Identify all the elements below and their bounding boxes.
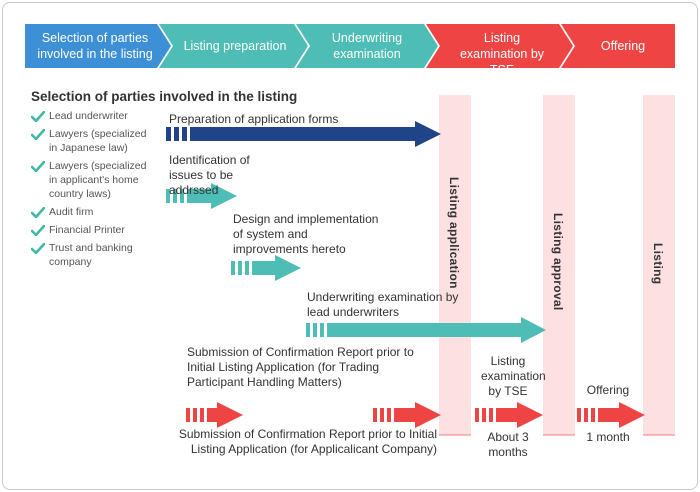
party-label: Lead underwriter	[49, 110, 128, 122]
offering-arrow	[577, 402, 645, 428]
offering-label: Offering	[586, 383, 630, 397]
identification-arrow	[166, 183, 237, 209]
preparation-arrow	[166, 121, 441, 147]
party-item: Audit firm	[31, 205, 151, 219]
listing-exam-label: Listing examination by TSE	[481, 354, 546, 398]
party-label: Lawyers (specialized in Japanese law)	[49, 128, 147, 154]
one-month-label: 1 month	[586, 430, 630, 444]
identification-label: Identification of issues to be addrssed	[169, 153, 250, 197]
party-label: Lawyers (specialized in applicant's home…	[49, 160, 147, 200]
submission-trading-arrow	[186, 402, 243, 428]
check-icon	[31, 243, 45, 254]
listing-label: Listing	[651, 243, 665, 285]
party-label: Audit firm	[49, 206, 94, 218]
check-icon	[31, 161, 45, 172]
step-chevron-underwriting	[296, 24, 438, 68]
step-label-selection: Selection of parties involved in the lis…	[37, 31, 153, 61]
underwriting-arrow	[306, 317, 546, 343]
party-label: Trust and banking company	[49, 242, 133, 268]
step-label-underwriting: Underwriting examination	[331, 31, 403, 61]
step-chevron-tse	[426, 24, 573, 68]
listing-exam-arrow	[475, 402, 543, 428]
check-icon	[31, 207, 45, 218]
step-chevron-offering	[561, 24, 675, 68]
listing-approval-label: Listing approval	[551, 213, 565, 311]
party-item: Lead underwriter	[31, 109, 151, 123]
underwriting-label: Underwriting examination by lead underwr…	[307, 290, 459, 319]
party-item: Financial Printer	[31, 223, 151, 237]
party-item: Trust and banking company	[31, 241, 151, 269]
party-label: Financial Printer	[49, 224, 125, 236]
about-3-months-label: About 3 months	[487, 430, 529, 459]
preparation-label: Preparation of application forms	[169, 112, 339, 126]
check-icon	[31, 225, 45, 236]
check-icon	[31, 129, 45, 140]
step-chevron-preparation	[159, 24, 308, 68]
listing-application-band	[439, 95, 471, 435]
design-label: Design and implementation of system and …	[233, 212, 379, 256]
listing-application-label: Listing application	[447, 177, 461, 289]
step-label-preparation: Listing preparation	[183, 39, 287, 53]
submission-applicant-arrow	[373, 402, 441, 428]
party-item: Lawyers (specialized in Japanese law)	[31, 127, 151, 155]
step-label-tse: Listing examination by TSE	[459, 31, 545, 77]
listing-band	[643, 95, 675, 435]
listing-approval-band	[543, 95, 575, 435]
submission-trading-label: Submission of Confirmation Report prior …	[187, 345, 414, 389]
check-icon	[31, 111, 45, 122]
diagram-graphics	[25, 24, 675, 436]
submission-applicant-label: Submission of Confirmation Report prior …	[178, 427, 437, 456]
design-arrow	[231, 255, 301, 281]
step-label-offering: Offering	[600, 39, 646, 53]
party-item: Lawyers (specialized in applicant's home…	[31, 159, 151, 201]
section-heading: Selection of parties involved in the lis…	[31, 89, 298, 104]
step-chevron-selection	[25, 24, 171, 68]
